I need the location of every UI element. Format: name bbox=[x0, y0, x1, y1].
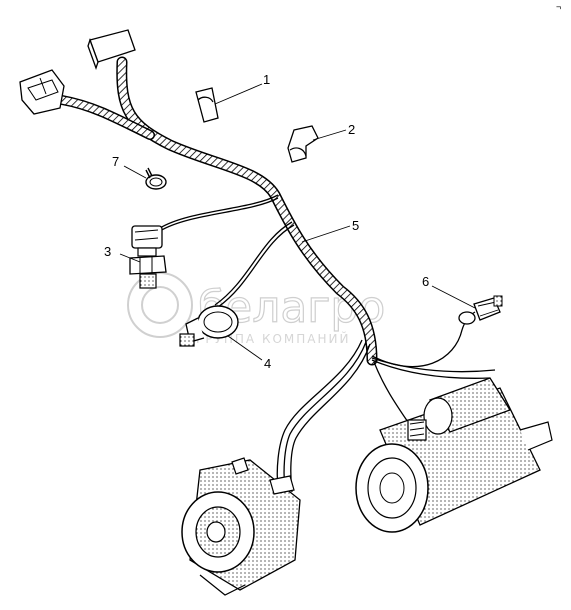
sensor-4-icon bbox=[179, 305, 239, 347]
clip-1-icon bbox=[195, 87, 219, 123]
thin-wires bbox=[159, 194, 496, 493]
starter-motor bbox=[355, 377, 553, 533]
left-connector-block bbox=[19, 69, 65, 115]
callout-labels: 1 2 3 4 5 6 7 bbox=[104, 72, 429, 371]
callout-7: 7 bbox=[112, 154, 119, 169]
watermark: белагро ГРУППА КОМПАНИЙ bbox=[127, 272, 386, 346]
sensor-3-icon bbox=[129, 225, 167, 289]
corner-mark: ¬ bbox=[556, 2, 561, 12]
callout-1: 1 bbox=[263, 72, 270, 87]
leader-lines bbox=[119, 83, 476, 361]
callout-2: 2 bbox=[348, 122, 355, 137]
clip-2-icon bbox=[287, 125, 319, 163]
callout-4: 4 bbox=[264, 356, 271, 371]
alternator bbox=[181, 457, 301, 596]
main-harness bbox=[57, 56, 378, 366]
callout-5: 5 bbox=[352, 218, 359, 233]
callout-6: 6 bbox=[422, 274, 429, 289]
callout-3: 3 bbox=[104, 244, 111, 259]
watermark-subtitle: ГРУППА КОМПАНИЙ bbox=[196, 331, 350, 346]
sensor-6-icon bbox=[458, 295, 503, 325]
watermark-logo-icon bbox=[127, 272, 193, 338]
top-connector-block bbox=[87, 29, 136, 70]
clamp-7-icon bbox=[145, 167, 167, 190]
